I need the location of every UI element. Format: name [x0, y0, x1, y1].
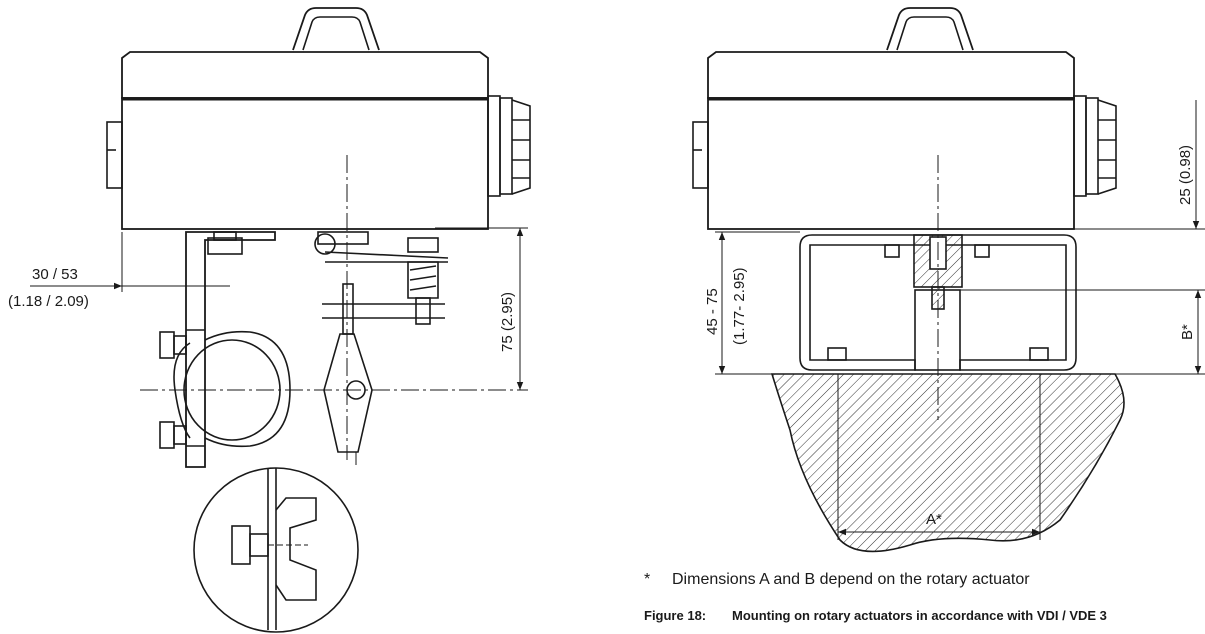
right-top-dimension: 25 (0.98): [1177, 145, 1194, 205]
left-detail-view: [193, 467, 359, 633]
footnote: * Dimensions A and B depend on the rotary…: [644, 571, 1030, 589]
figure-number: Figure 18:: [644, 608, 707, 623]
right-side-knob: [692, 121, 709, 189]
right-dimensions: [715, 100, 1205, 540]
right-dim-a: A*: [926, 511, 942, 528]
left-offset-metric: 30 / 53: [32, 266, 78, 283]
right-bracket-imperial: (1.77- 2.95): [731, 267, 748, 345]
footnote-marker: *: [644, 571, 651, 588]
right-cable-gland: [1073, 95, 1117, 197]
left-lever-mechanism: [314, 231, 449, 465]
left-height-dimension: 75 (2.95): [499, 292, 516, 352]
figure-title: Mounting on rotary actuators in accordan…: [732, 608, 1107, 623]
left-cable-gland: [487, 95, 531, 197]
left-housing: [121, 51, 489, 99]
left-pipe-clamp: [159, 329, 291, 449]
footnote-text: Dimensions A and B depend on the rotary …: [672, 571, 1030, 588]
right-dim-b: B*: [1179, 324, 1196, 340]
right-housing-handle: [886, 7, 974, 51]
left-offset-imperial: (1.18 / 2.09): [8, 293, 89, 310]
left-mounting-bracket: [185, 231, 276, 468]
right-actuator-base: [770, 373, 1125, 553]
right-view: [692, 7, 1125, 553]
right-bracket-metric: 45 - 75: [704, 288, 721, 335]
left-housing-handle: [292, 7, 380, 51]
right-housing: [707, 51, 1075, 99]
figure-caption: Figure 18: Mounting on rotary actuators i…: [644, 608, 1107, 623]
left-dimensions: [30, 227, 528, 391]
left-side-knob: [106, 121, 123, 189]
left-view: [106, 7, 531, 633]
